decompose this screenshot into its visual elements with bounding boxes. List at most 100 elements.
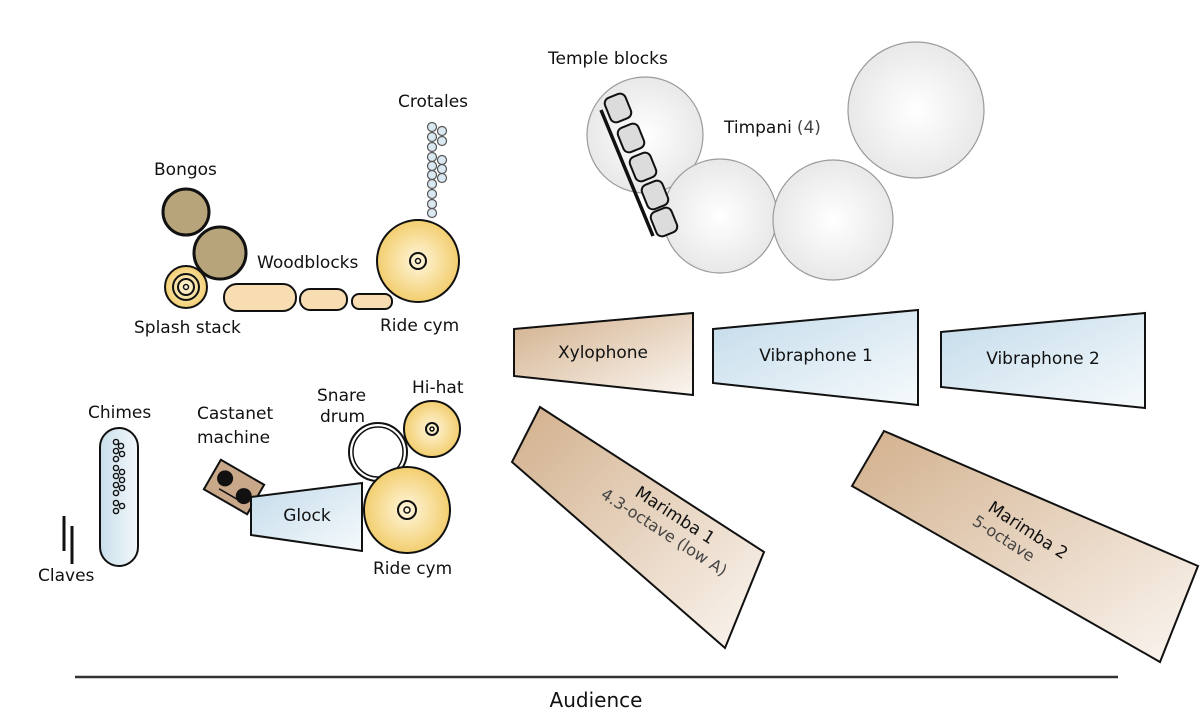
hi-hat-bell <box>425 422 439 436</box>
temple-block-5 <box>649 206 679 238</box>
timpani-label: Timpani(4) <box>723 118 821 138</box>
crotale-disc <box>426 198 438 210</box>
timpani-drum-3 <box>772 159 894 281</box>
chime-tube <box>112 447 120 455</box>
glock-frame <box>250 481 363 553</box>
chime-tube <box>112 455 120 463</box>
ride-cymbal-lower-body <box>363 466 451 554</box>
ride-cymbal-lower-center <box>403 506 411 514</box>
castanet-machine <box>202 458 266 516</box>
chime-tube <box>118 476 126 484</box>
temple-blocks-stand <box>599 109 655 237</box>
chime-tube <box>118 450 126 458</box>
crotale-disc <box>436 135 448 147</box>
crotales-label: Crotales <box>398 92 468 112</box>
chime-tube <box>118 502 126 510</box>
vibraphone-2-frame <box>940 311 1146 410</box>
chime-tube <box>112 438 120 446</box>
woodblocks-label: Woodblocks <box>257 253 359 273</box>
crotale-disc <box>426 151 438 163</box>
snare-label-line1: Snare <box>317 386 366 406</box>
snare-drum <box>348 422 408 482</box>
bongo-2 <box>192 225 248 281</box>
castanet-2 <box>235 488 252 505</box>
glock-label: Glock <box>283 506 331 526</box>
chime-tube <box>112 507 120 515</box>
claves-label: Claves <box>38 566 95 586</box>
vibraphone-1: Vibraphone 1 <box>712 308 919 407</box>
castanet-label-line2: machine <box>197 428 270 448</box>
chime-tube <box>112 472 120 480</box>
chime-tube <box>112 489 120 497</box>
claves <box>62 516 74 564</box>
ride-cymbal-upper-center <box>414 257 422 265</box>
splash-stack-body <box>164 265 208 309</box>
xylophone: Xylophone <box>513 311 694 397</box>
crotale-disc <box>436 163 448 175</box>
splash-stack-center <box>182 283 190 291</box>
snare-label-line2: drum <box>320 407 365 427</box>
crotale-disc <box>426 178 438 190</box>
crotale-disc <box>426 160 438 172</box>
crotale-disc <box>436 172 448 184</box>
hi-hat-body <box>403 400 461 458</box>
bongo-1 <box>161 187 211 237</box>
timpani-drum-2 <box>662 158 778 274</box>
marimba-2: Marimba 2 5-octave <box>850 429 1200 664</box>
woodblock-1 <box>223 283 297 312</box>
timpani-count: (4) <box>797 118 821 138</box>
splash-stack-ring-2 <box>177 278 195 296</box>
vibraphone-1-label: Vibraphone 1 <box>759 346 873 366</box>
ride-cym-lower-label: Ride cym <box>373 559 452 579</box>
crotale-disc <box>426 131 438 143</box>
splash-stack-ring-1 <box>172 273 200 301</box>
hi-hat <box>403 400 461 458</box>
bongos <box>161 187 248 281</box>
crotale-disc <box>426 188 438 200</box>
temple-block-4 <box>640 179 670 211</box>
chime-tube <box>112 481 120 489</box>
crotale-disc <box>436 125 448 137</box>
vibraphone-2-label: Vibraphone 2 <box>986 349 1100 369</box>
crotale-disc <box>426 169 438 181</box>
crotale-disc <box>426 207 438 219</box>
chime-tube <box>118 468 126 476</box>
hi-hat-label: Hi-hat <box>412 378 464 398</box>
chime-tube <box>118 484 126 492</box>
marimba-1-frame <box>510 405 766 650</box>
crotale-disc <box>436 154 448 166</box>
temple-blocks <box>599 92 679 238</box>
chime-tube <box>117 442 125 450</box>
ride-cymbal-lower <box>363 466 451 554</box>
ride-cymbal-upper-body <box>376 219 460 303</box>
timpani-group <box>586 41 985 281</box>
timpani-label-name: Timpani <box>723 118 792 138</box>
ride-cym-upper-label: Ride cym <box>380 316 459 336</box>
chimes <box>99 427 139 567</box>
chimes-frame <box>99 427 139 567</box>
woodblocks <box>223 283 393 312</box>
splash-stack-label: Splash stack <box>134 318 241 338</box>
vibraphone-2: Vibraphone 2 <box>940 311 1146 410</box>
ride-cymbal-upper-bell <box>409 252 427 270</box>
ride-cymbal-lower-bell <box>397 500 417 520</box>
temple-block-1 <box>603 92 633 124</box>
xylophone-label: Xylophone <box>558 343 648 363</box>
marimba-1: Marimba 1 4.3-octave (low A) <box>510 405 766 650</box>
chimes-label: Chimes <box>88 403 151 423</box>
woodblock-2 <box>299 288 348 311</box>
chime-tube <box>112 499 120 507</box>
castanet-1 <box>217 470 234 487</box>
bongos-label: Bongos <box>154 160 217 180</box>
vibraphone-1-frame <box>712 308 919 407</box>
crotale-disc <box>426 141 438 153</box>
ride-cymbal-upper <box>376 219 460 303</box>
hi-hat-center <box>429 426 435 432</box>
temple-blocks-label: Temple blocks <box>547 49 668 69</box>
chime-tube <box>112 464 120 472</box>
glockenspiel: Glock <box>250 481 363 553</box>
castanet-label-line1: Castanet <box>197 404 273 424</box>
marimba-2-frame <box>850 429 1200 664</box>
temple-block-3 <box>628 151 658 183</box>
